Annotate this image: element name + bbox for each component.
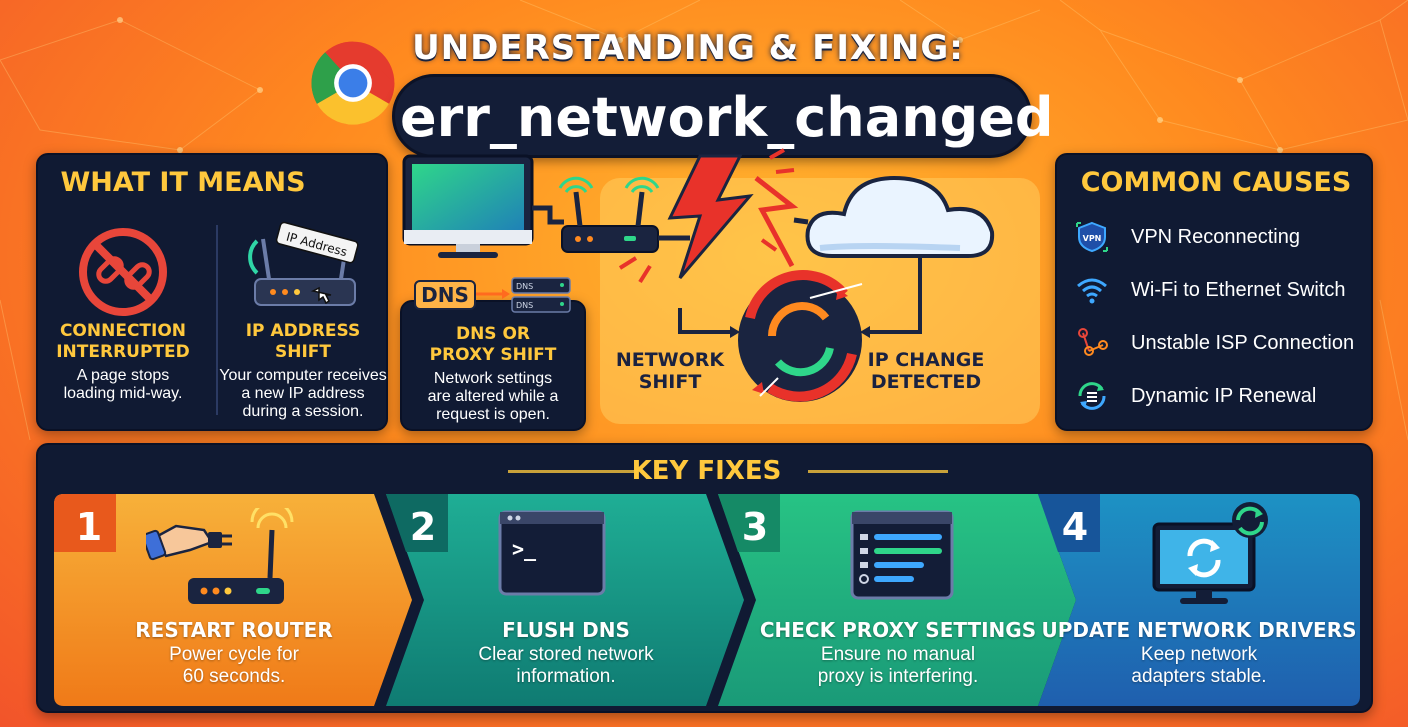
meaning-desc-2-line-2: a new IP address [241,385,365,402]
dns-desc-line-3: request is open. [436,406,550,423]
refresh-ip-icon [1078,382,1106,410]
meaning-desc-2-line-3: during a session. [242,403,364,420]
fix-update-drivers: 4 UPDATE NETWORK DRIVERS Keep network ad… [1038,494,1360,706]
network-shift-label-line-1: NETWORK [615,349,725,371]
meaning-title-1-line-2: INTERRUPTED [56,342,190,362]
heading-rule-left [508,470,638,473]
fix-restart-router: 1 RESTART ROUTER Power cycle for 60 seco… [54,494,414,706]
server-label-2: DNS [516,301,533,310]
fix-3-background [718,494,1076,706]
fix-2-title: FLUSH DNS [502,618,630,642]
fix-3-number: 3 [741,505,769,549]
server-label-1: DNS [516,282,533,291]
fix-1-title: RESTART ROUTER [135,618,333,642]
title-line-2: err_network_changed [400,86,1054,149]
key-fixes-panel: KEY FIXES 1 RESTART ROUTER Power cycle f… [36,443,1373,713]
meaning-title-2-line-1: IP ADDRESS [245,321,361,341]
network-swirl-icon [738,270,863,402]
what-it-means-panel: WHAT IT MEANS CONNECTION INTERRUPTED A p… [36,153,388,431]
fix-4-number: 4 [1061,505,1089,549]
router-plug-icon [146,508,294,604]
fix-flush-dns: 2 >_ FLUSH DNS Clear stored network info… [386,494,746,706]
network-change-diagram: NETWORK SHIFT IP CHANGE DETECTED [400,148,1040,438]
ip-change-label-line-2: DETECTED [870,371,982,393]
ip-change-label-line-1: IP CHANGE [867,349,985,371]
fix-4-desc-line-1: Keep network [1140,644,1258,665]
cause-wifi-ethernet: Wi-Fi to Ethernet Switch [1075,270,1371,310]
lightning-bolt-icon [618,148,799,284]
router-icon: IP Address [248,221,359,306]
cause-vpn-reconnecting: VPN VPN Reconnecting [1075,217,1371,257]
meaning-title-2-line-2: SHIFT [274,342,331,362]
fix-2-number: 2 [409,505,437,549]
dns-server-icon: DNS DNS [476,277,571,313]
network-nodes-icon [1078,328,1108,356]
cause-label-3: Unstable ISP Connection [1131,332,1355,354]
dns-title-line-2: PROXY SHIFT [429,345,557,365]
title-block: UNDERSTANDING & FIXING: err_network_chan… [300,28,1054,158]
diagram-graphics [402,148,1040,424]
fix-1-number: 1 [75,505,103,549]
meaning-ip-address-shift: IP Address IP ADDRESS SHIFT Your compute… [218,211,388,421]
fix-1-desc-line-1: Power cycle for [169,644,299,665]
fix-4-desc-line-2: adapters stable. [1131,666,1267,687]
terminal-prompt: >_ [512,537,537,561]
meaning-desc-1-line-1: A page stops [76,367,170,384]
fix-3-desc-line-2: proxy is interfering. [817,666,979,687]
key-fixes-heading: KEY FIXES [631,456,782,486]
monitor-refresh-icon [1152,502,1268,604]
common-causes-heading: COMMON CAUSES [1080,167,1352,198]
svg-text:VPN: VPN [1083,234,1102,243]
cause-label-1: VPN Reconnecting [1131,226,1300,248]
fix-3-title: CHECK PROXY SETTINGS [759,618,1037,642]
cause-label-4: Dynamic IP Renewal [1131,385,1317,407]
fix-2-desc-line-1: Clear stored network [478,644,654,665]
fix-2-background [386,494,744,706]
fix-3-desc-line-1: Ensure no manual [820,644,976,665]
cause-unstable-isp: Unstable ISP Connection [1075,323,1371,363]
column-divider [216,225,218,415]
broken-link-icon [79,228,167,316]
fix-4-title: UPDATE NETWORK DRIVERS [1041,618,1357,642]
chrome-logo-icon [311,41,395,125]
fix-2-desc-line-2: information. [516,666,616,687]
meaning-desc-1-line-2: loading mid-way. [63,385,183,402]
what-it-means-heading: WHAT IT MEANS [60,167,306,198]
fix-check-proxy: 3 CHECK PROXY SETTINGS Ensure no manual … [718,494,1078,706]
cause-dynamic-ip: Dynamic IP Renewal [1075,376,1371,416]
dns-desc-line-1: Network settings [433,370,553,387]
dns-badge: DNS [414,280,476,310]
wifi-icon [1077,278,1107,304]
center-router-icon [558,176,660,253]
heading-rule-right [808,470,948,473]
cloud-icon [805,175,995,258]
dns-desc-line-2: are altered while a [427,388,559,405]
dns-proxy-panel: DNS OR PROXY SHIFT Network settings are … [400,300,586,431]
meaning-title-1-line-1: CONNECTION [59,321,187,341]
common-causes-panel: COMMON CAUSES VPN VPN Reconnecting Wi-Fi… [1055,153,1373,431]
title-pill [392,74,1032,158]
desktop-monitor-icon [402,154,534,258]
title-line-1: UNDERSTANDING & FIXING: [412,28,964,68]
network-shift-label-line-2: SHIFT [638,371,702,393]
vpn-shield-icon: VPN [1076,221,1108,253]
meaning-connection-interrupted: CONNECTION INTERRUPTED A page stops load… [38,211,208,421]
settings-window-icon [850,510,954,600]
fix-1-desc-line-2: 60 seconds. [182,666,286,687]
terminal-icon: >_ [498,510,606,596]
dns-title-line-1: DNS OR [455,324,531,344]
meaning-desc-2-line-1: Your computer receives [219,367,387,384]
cause-label-2: Wi-Fi to Ethernet Switch [1131,279,1346,301]
